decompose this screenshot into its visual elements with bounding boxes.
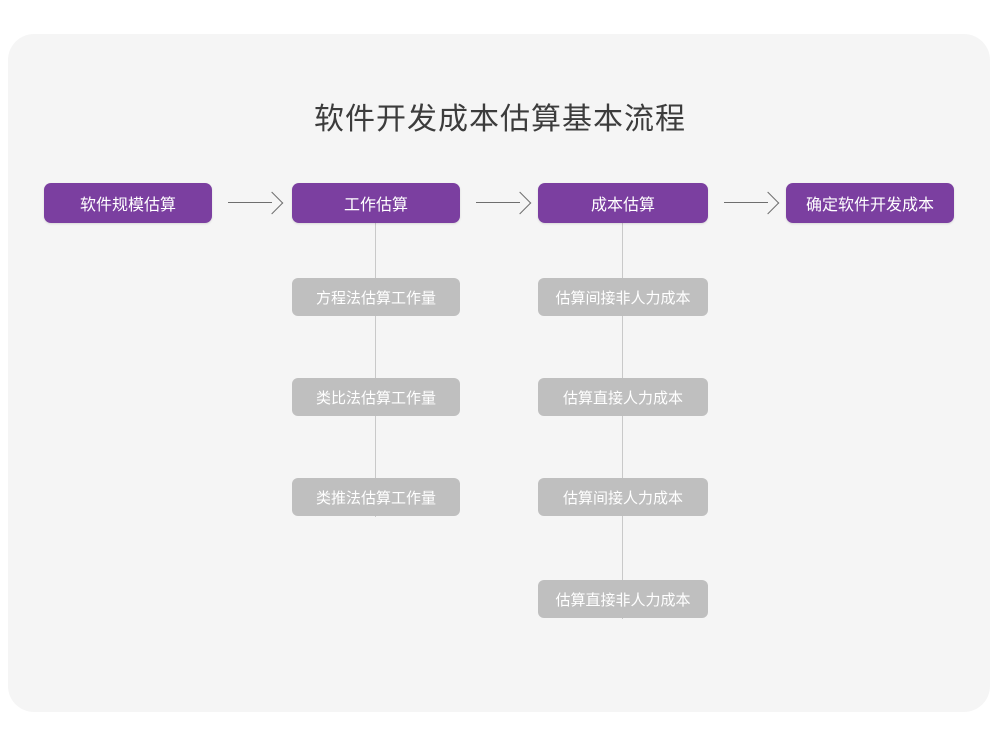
page-title: 软件开发成本估算基本流程 — [314, 103, 686, 136]
flow-arrow-1 — [228, 191, 284, 215]
flow-arrow-3 — [724, 191, 780, 215]
arrow-head-icon — [508, 191, 532, 215]
sub-node-a-1[interactable]: 方程法估算工作量 — [292, 278, 460, 316]
connector-line-column-b — [622, 223, 623, 619]
flow-node-software-size-estimation[interactable]: 软件规模估算 — [44, 183, 212, 223]
sub-node-b-2[interactable]: 估算直接人力成本 — [538, 378, 708, 416]
arrow-shaft-icon — [228, 202, 272, 203]
sub-node-b-1[interactable]: 估算间接非人力成本 — [538, 278, 708, 316]
arrow-head-icon — [260, 191, 284, 215]
arrow-head-icon — [756, 191, 780, 215]
flow-node-determine-development-cost[interactable]: 确定软件开发成本 — [786, 183, 954, 223]
sub-node-a-2[interactable]: 类比法估算工作量 — [292, 378, 460, 416]
sub-node-b-4[interactable]: 估算直接非人力成本 — [538, 580, 708, 618]
flow-node-cost-estimation[interactable]: 成本估算 — [538, 183, 708, 223]
flow-node-effort-estimation[interactable]: 工作估算 — [292, 183, 460, 223]
arrow-shaft-icon — [724, 202, 768, 203]
arrow-shaft-icon — [476, 202, 520, 203]
sub-node-a-3[interactable]: 类推法估算工作量 — [292, 478, 460, 516]
diagram-card — [8, 34, 990, 712]
flow-arrow-2 — [476, 191, 532, 215]
sub-node-b-3[interactable]: 估算间接人力成本 — [538, 478, 708, 516]
connector-line-column-a — [375, 223, 376, 517]
